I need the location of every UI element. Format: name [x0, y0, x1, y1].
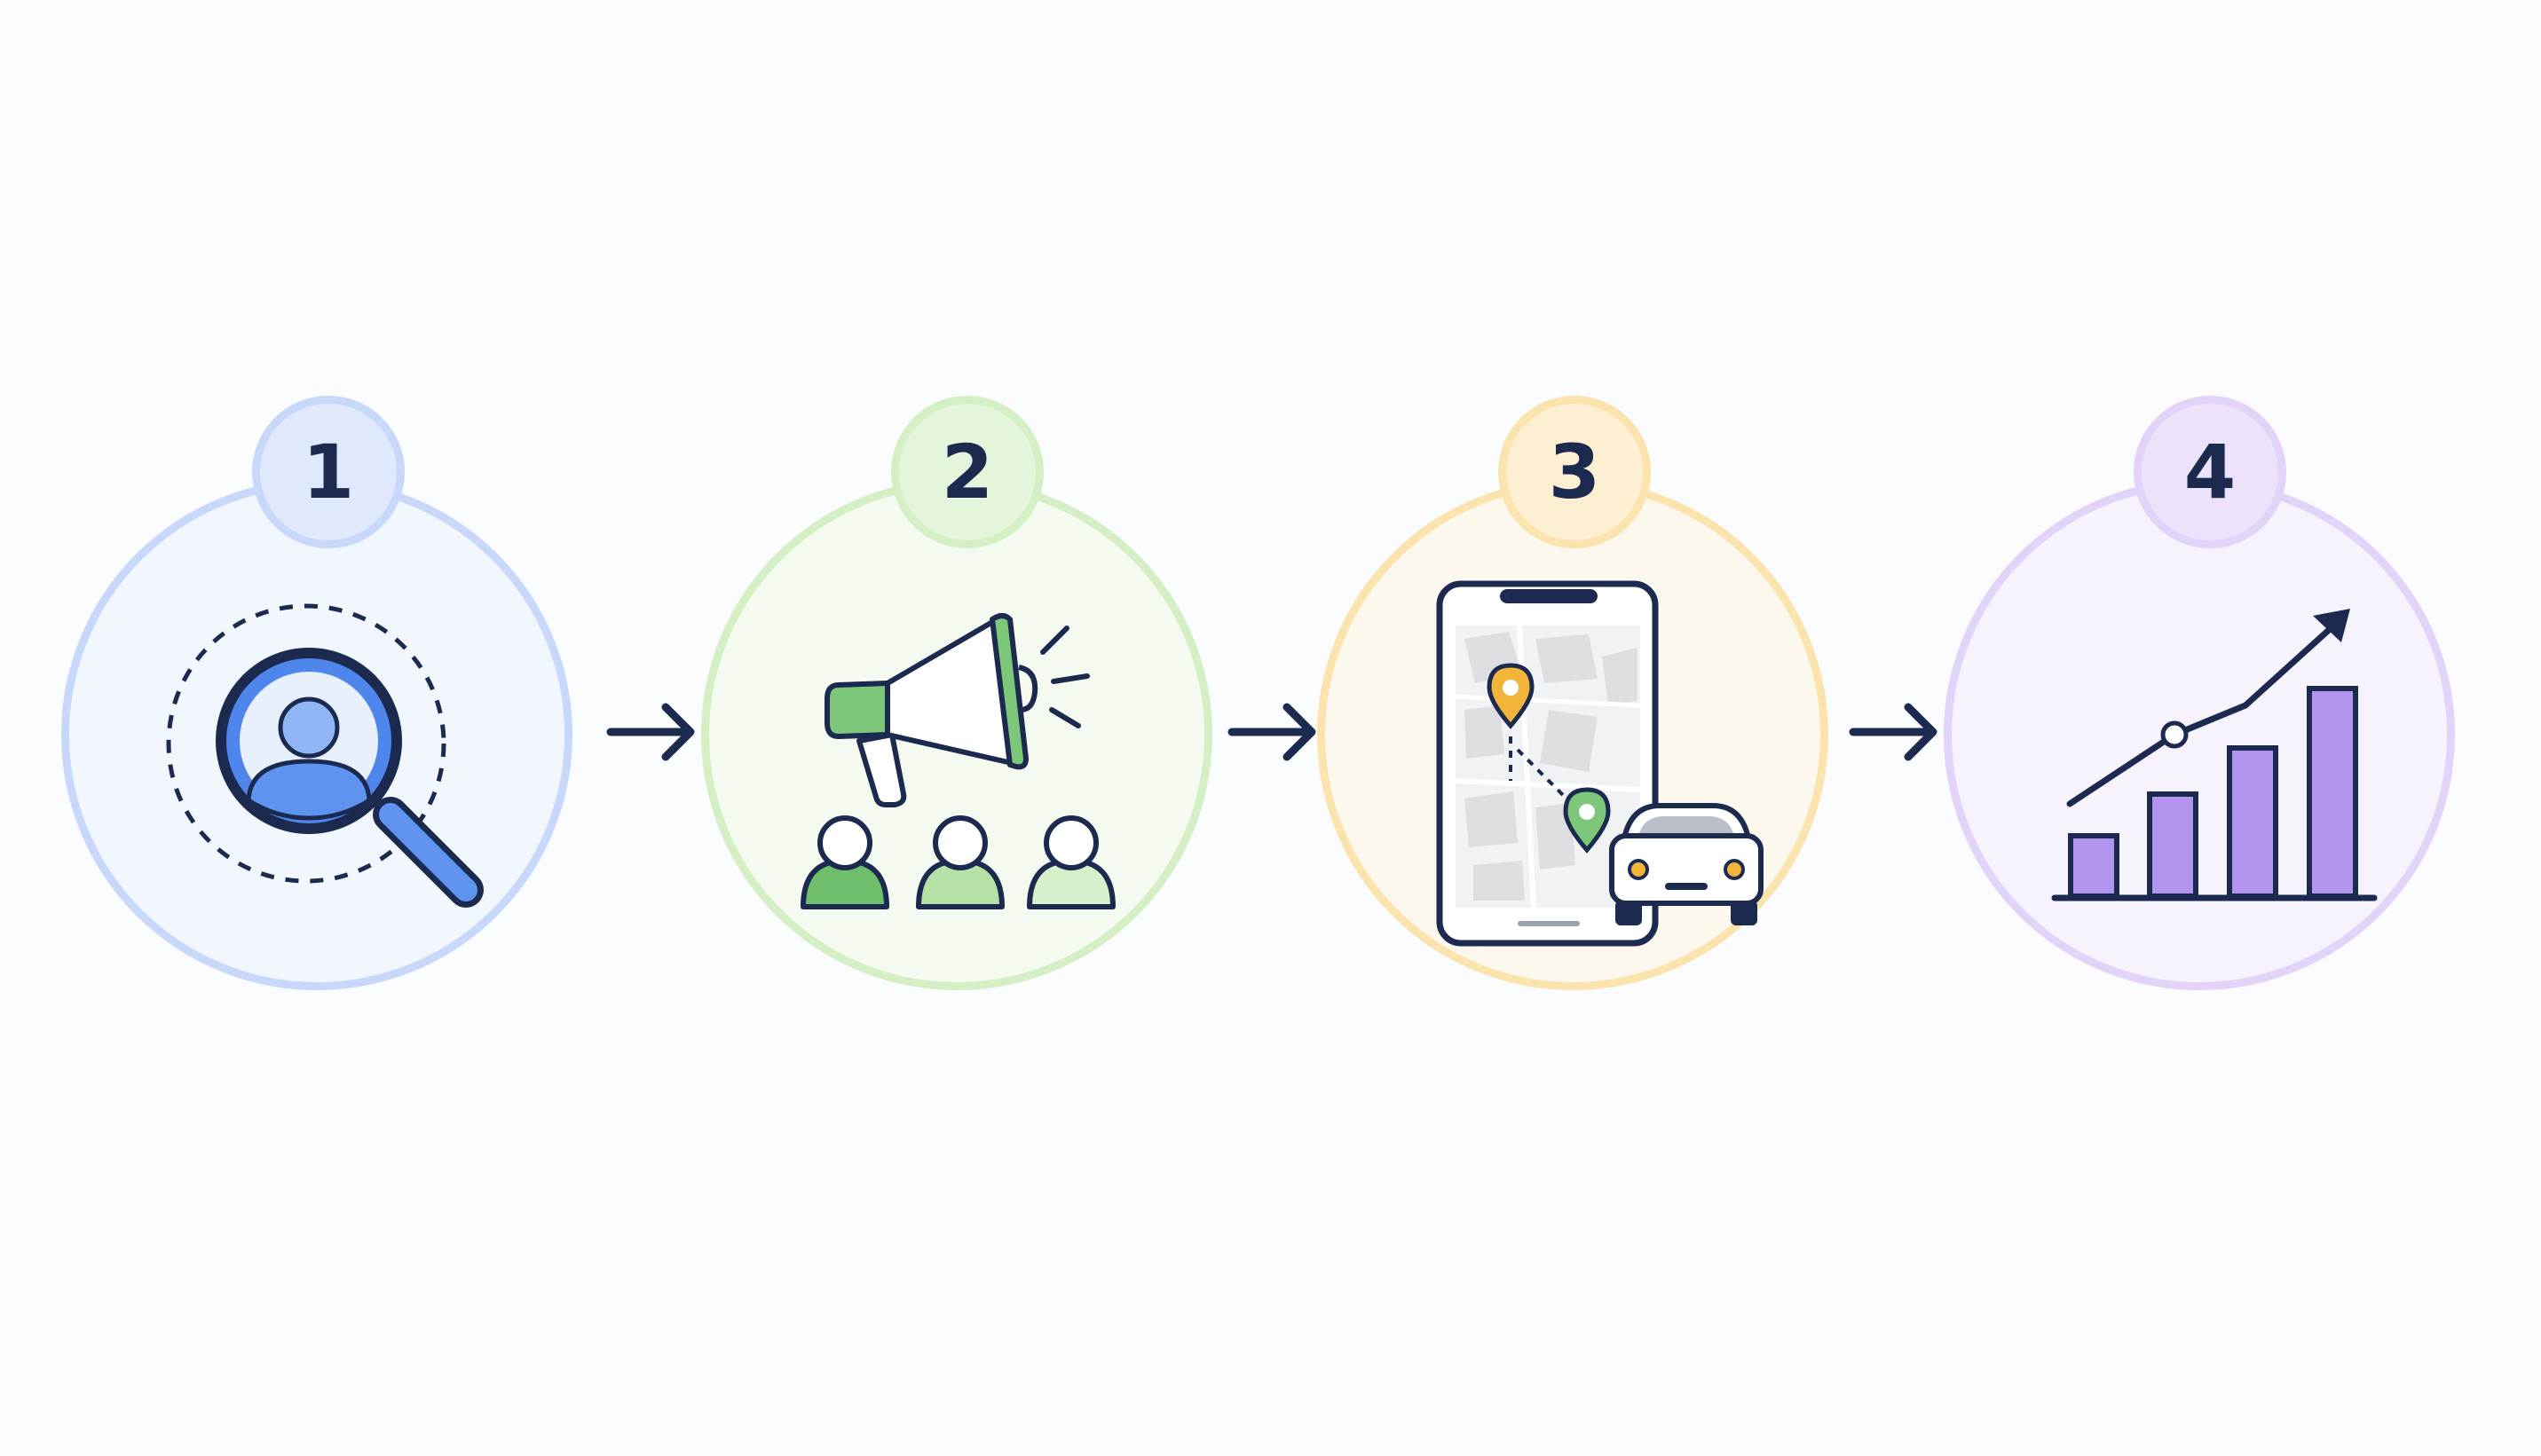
- step-4-number: 4: [2183, 429, 2237, 516]
- step-4-badge: 4: [2134, 396, 2286, 548]
- step-3-number: 3: [1548, 429, 1601, 516]
- step-4-circle: [1944, 479, 2455, 990]
- step-3-badge: 3: [1498, 396, 1651, 548]
- step-2-number: 2: [941, 429, 994, 516]
- arrow-right-icon: [1849, 703, 1937, 761]
- arrow-right-icon: [606, 703, 695, 761]
- arrow-right-icon: [1227, 703, 1316, 761]
- step-1-circle: [61, 479, 572, 990]
- step-1-badge: 1: [252, 396, 405, 548]
- step-2-circle: [701, 479, 1212, 990]
- step-3-circle: [1317, 479, 1828, 990]
- step-2-badge: 2: [891, 396, 1044, 548]
- step-1-number: 1: [302, 429, 355, 516]
